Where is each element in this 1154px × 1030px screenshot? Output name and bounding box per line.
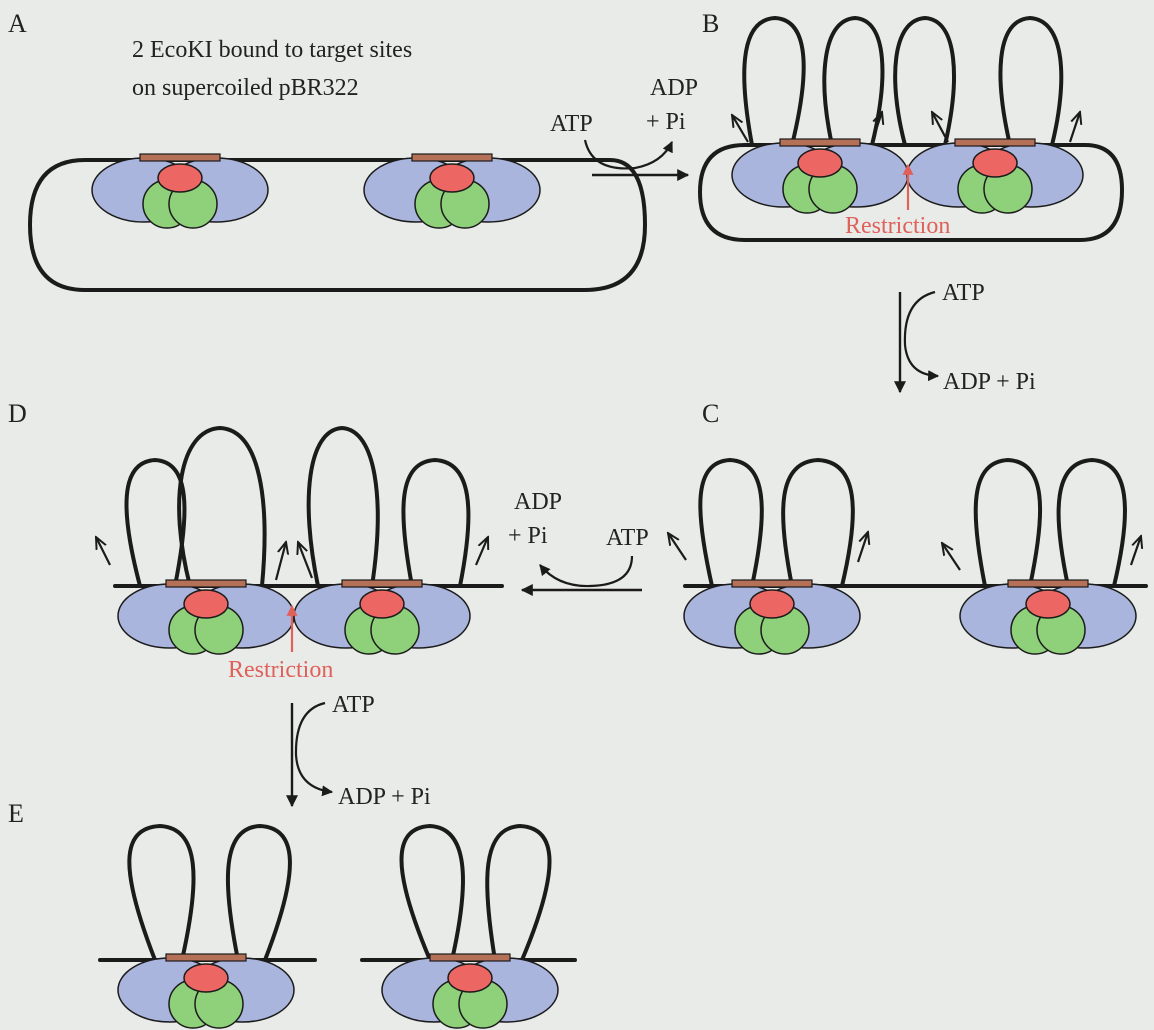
ecoki-enzyme-a2	[364, 154, 540, 228]
caption-line-2: on supercoiled pBR322	[132, 75, 359, 101]
translocation-arrow-b4	[1070, 112, 1080, 142]
panel-label-b: B	[702, 9, 719, 38]
reaction-de-adp: ADP + Pi	[338, 784, 431, 810]
dna-loop-e4	[487, 826, 549, 960]
dna-loop-e2	[228, 826, 290, 960]
ecoki-enzyme-d2	[294, 580, 470, 654]
translocation-arrow-c2	[858, 532, 868, 562]
dna-loop-d4	[403, 460, 468, 586]
dna-loop-b1	[744, 18, 803, 145]
dna-loop-e1	[129, 826, 193, 960]
dna-loop-b2	[824, 18, 882, 145]
dna-loop-d1	[126, 460, 184, 586]
ecoki-enzyme-c1	[684, 580, 860, 654]
panel-label-e: E	[8, 799, 24, 828]
restriction-label-b: Restriction	[845, 213, 950, 239]
reaction-bc-atp: ATP	[942, 280, 985, 306]
panel-label-d: D	[8, 399, 27, 428]
translocation-arrow-c3	[942, 543, 960, 570]
translocation-arrow-b1	[732, 115, 748, 142]
atp-curve-cd	[540, 556, 632, 586]
reaction-cd-atp: ATP	[606, 525, 649, 551]
ecoki-enzyme-c2	[960, 580, 1136, 654]
ecoki-enzyme-d1	[118, 580, 294, 654]
reaction-bc-adp: ADP + Pi	[943, 369, 1036, 395]
dna-loop-e3	[402, 826, 463, 960]
translocation-arrow-b3	[932, 112, 948, 142]
dna-loop-c4	[1059, 460, 1125, 586]
translocation-arrow-c1	[668, 533, 686, 560]
reaction-ab-pi: + Pi	[646, 109, 686, 135]
dna-loop-c1	[700, 460, 762, 586]
ecoki-enzyme-b1	[732, 139, 908, 213]
dna-loop-b3	[895, 18, 954, 145]
panel-label-c: C	[702, 399, 719, 428]
ecoki-enzyme-e2	[382, 954, 558, 1028]
dna-loop-c3	[976, 460, 1040, 586]
atp-curve-bc	[905, 292, 938, 376]
dna-loop-b4	[1000, 18, 1061, 145]
translocation-arrow-c4	[1131, 536, 1141, 565]
atp-curve-de	[296, 703, 332, 792]
translocation-arrow-d4	[476, 537, 488, 565]
reaction-ab-atp: ATP	[550, 111, 593, 137]
translocation-arrow-d2	[276, 542, 286, 580]
dna-loop-d2	[179, 428, 264, 586]
dna-loop-d3	[309, 428, 378, 586]
ecoki-enzyme-e1	[118, 954, 294, 1028]
reaction-ab-adp: ADP	[650, 75, 698, 101]
reaction-de-atp: ATP	[332, 692, 375, 718]
panel-label-a: A	[8, 9, 27, 38]
restriction-label-d: Restriction	[228, 657, 333, 683]
caption-line-1: 2 EcoKI bound to target sites	[132, 37, 412, 63]
reaction-cd-adp: ADP	[514, 489, 562, 515]
reaction-cd-pi: + Pi	[508, 523, 548, 549]
dna-loop-c2	[783, 460, 853, 586]
ecoki-enzyme-b2	[907, 139, 1083, 213]
translocation-arrow-d1	[96, 537, 110, 565]
ecoki-enzyme-a1	[92, 154, 268, 228]
